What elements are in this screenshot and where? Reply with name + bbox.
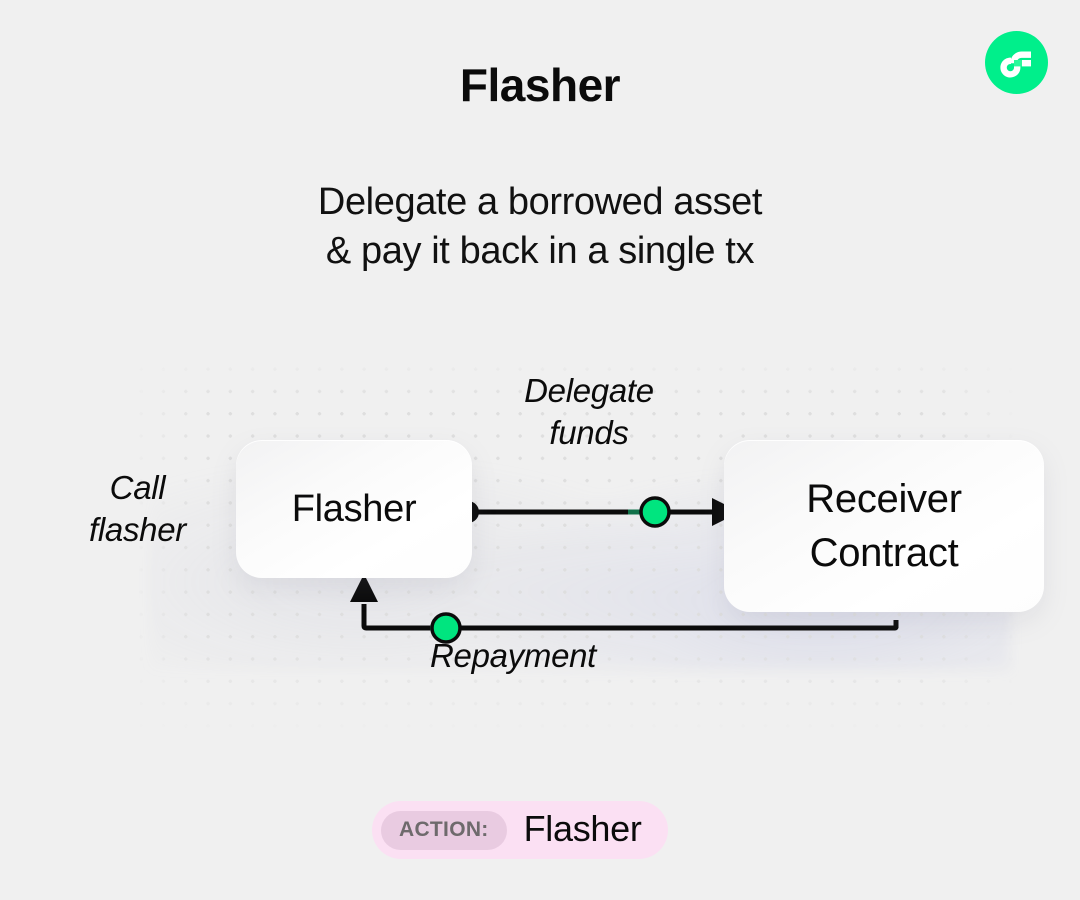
action-badge[interactable]: ACTION: Flasher bbox=[372, 801, 668, 859]
repayment-wire-token bbox=[430, 612, 462, 644]
node-receiver-label-line-2: Contract bbox=[809, 531, 959, 575]
flow-f-logo-icon bbox=[985, 31, 1048, 94]
delegate-wire-token bbox=[639, 496, 671, 528]
subtitle-line-1: Delegate a borrowed asset bbox=[317, 181, 763, 223]
action-badge-value: Flasher bbox=[523, 808, 642, 849]
page-title: Flasher bbox=[459, 59, 621, 111]
page-subtitle: Delegate a borrowed asset & pay it back … bbox=[0, 178, 1080, 276]
node-receiver-contract-label: Receiver Contract bbox=[806, 472, 962, 580]
node-flasher[interactable]: Flasher bbox=[236, 440, 472, 578]
flow-diagram: Flasher Receiver Contract Call flasher D… bbox=[0, 330, 1080, 750]
node-flasher-label: Flasher bbox=[291, 487, 417, 530]
node-receiver-label-line-1: Receiver bbox=[806, 477, 962, 521]
subtitle-line-2: & pay it back in a single tx bbox=[325, 230, 755, 272]
action-badge-key: ACTION: bbox=[381, 810, 507, 850]
node-receiver-contract[interactable]: Receiver Contract bbox=[724, 440, 1044, 612]
label-call-flasher: Call flasher bbox=[89, 469, 186, 548]
label-delegate-funds: Delegate funds bbox=[524, 372, 654, 451]
label-repayment: Repayment bbox=[430, 637, 597, 674]
